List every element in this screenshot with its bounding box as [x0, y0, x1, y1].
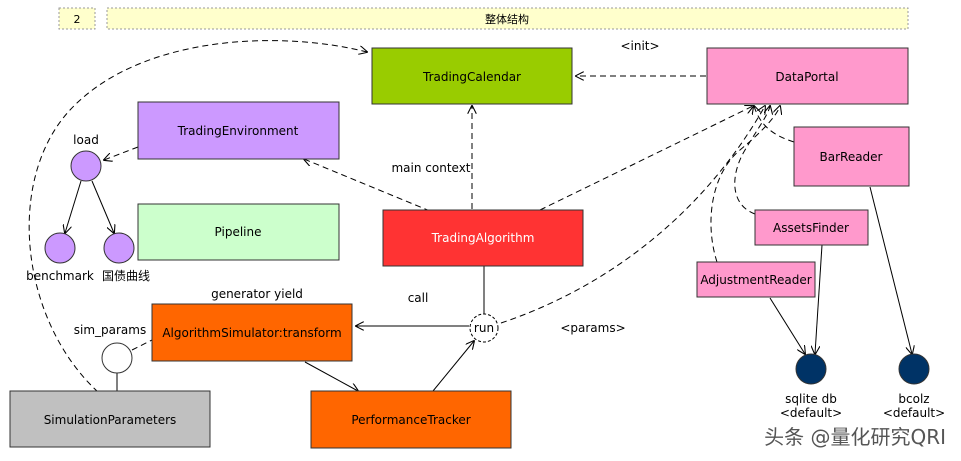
edge-label-call: call	[408, 291, 429, 305]
edge-label-init: <init>	[620, 39, 659, 53]
node-label: PerformanceTracker	[351, 413, 470, 427]
edge-env-load	[104, 146, 139, 160]
node-assets-finder: AssetsFinder	[754, 209, 869, 246]
circle-sim-params	[101, 342, 133, 374]
circle-label: 国债曲线	[102, 269, 150, 283]
edge-algo-environment	[304, 159, 431, 212]
node-algorithm-simulator: AlgorithmSimulator:transform	[151, 303, 353, 362]
edge-label-generator-yield: generator yield	[211, 287, 303, 301]
node-adjustment-reader: AdjustmentReader	[696, 261, 816, 298]
node-performance-tracker: PerformanceTracker	[310, 390, 512, 449]
node-trading-calendar: TradingCalendar	[371, 47, 573, 105]
edge-algo-portal	[539, 106, 753, 211]
watermark: 头条 @量化研究QRI	[764, 425, 946, 449]
header: 2 整体结构	[58, 7, 909, 30]
node-trading-algorithm: TradingAlgorithm	[382, 209, 584, 267]
header-number: 2	[74, 13, 81, 26]
edge-assets-sqlite	[815, 244, 823, 354]
circle-label-default: <default>	[780, 406, 842, 420]
circle-label: load	[73, 133, 99, 147]
node-label: DataPortal	[775, 70, 838, 84]
edge-simparams-calendar	[28, 40, 367, 393]
edge-run-portal	[500, 106, 765, 324]
node-label: SimulationParameters	[44, 413, 177, 427]
edge-load-benchmark	[65, 180, 82, 233]
edge-label-main-context: main context	[391, 161, 470, 175]
edge-assets-portal	[734, 106, 770, 215]
node-label: TradingAlgorithm	[431, 231, 535, 245]
edge-label-sim-params: sim_params	[74, 323, 146, 337]
edge-barreader-bcolz	[869, 186, 912, 354]
edge-circle-simulator	[131, 339, 153, 351]
node-label: TradingEnvironment	[177, 124, 299, 138]
edge-adjust-sqlite	[769, 297, 805, 354]
circle-treasury: 国债曲线	[102, 232, 150, 283]
header-number-box	[58, 7, 96, 30]
node-bar-reader: BarReader	[793, 126, 910, 187]
node-pipeline: Pipeline	[137, 203, 340, 261]
edge-label-params: <params>	[560, 321, 625, 335]
node-data-portal: DataPortal	[706, 47, 909, 105]
circle-benchmark: benchmark	[26, 232, 94, 283]
edge-simulator-tracker	[304, 361, 358, 391]
node-simulation-parameters: SimulationParameters	[9, 390, 211, 448]
circle-label-default: <default>	[883, 406, 945, 420]
node-label: AdjustmentReader	[700, 273, 811, 287]
node-label: AlgorithmSimulator:transform	[162, 326, 341, 340]
edge-adjust-portal	[710, 106, 780, 263]
edges	[28, 40, 912, 393]
circle-label: sqlite db	[785, 392, 837, 406]
circle-label: benchmark	[26, 269, 94, 283]
edge-load-treasury	[91, 180, 114, 233]
header-title-box	[106, 7, 909, 30]
circle-load: load	[70, 133, 102, 182]
node-run: run	[469, 313, 499, 343]
node-label: run	[474, 321, 494, 335]
edge-tracker-run	[432, 341, 474, 392]
circle-bcolz: bcolz <default>	[883, 353, 945, 420]
edge-barreader-portal	[754, 106, 795, 143]
circle-label: bcolz	[898, 392, 929, 406]
header-title: 整体结构	[485, 12, 529, 26]
node-label: BarReader	[820, 150, 883, 164]
node-label: AssetsFinder	[773, 221, 849, 235]
node-trading-environment: TradingEnvironment	[137, 101, 340, 160]
node-label: TradingCalendar	[422, 70, 521, 84]
node-label: Pipeline	[215, 225, 262, 239]
circle-sqlite: sqlite db <default>	[780, 353, 842, 420]
